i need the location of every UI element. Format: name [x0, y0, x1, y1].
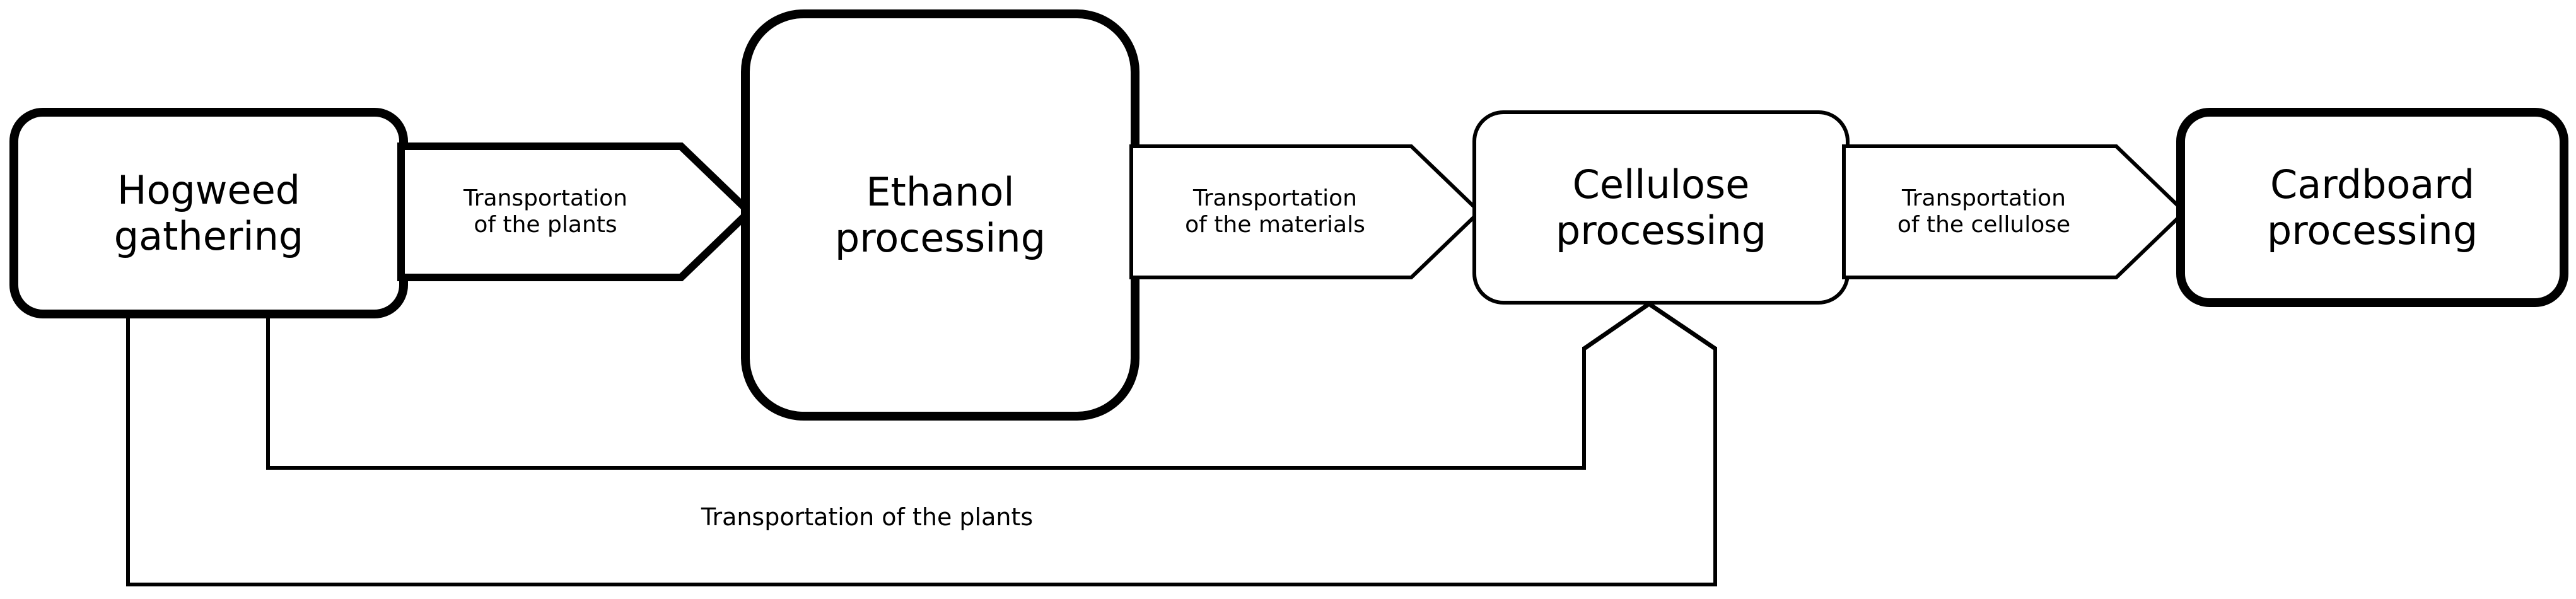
- node-ethanol-processing-shape[interactable]: [741, 9, 1139, 421]
- arrow-transport-cellulose-to-cardboard-shape[interactable]: [1842, 144, 2188, 279]
- feedback-loop-arrowhead-icon: [1583, 301, 1716, 351]
- feedback-loop-outer-connector[interactable]: [126, 312, 1717, 586]
- node-cardboard-processing-shape[interactable]: [2176, 108, 2568, 307]
- feedback-loop-inner-connector[interactable]: [266, 312, 1586, 470]
- node-cellulose-processing-shape[interactable]: [1472, 110, 1850, 305]
- node-hogweed-gathering-shape[interactable]: [9, 108, 408, 318]
- arrow-transport-plants-to-ethanol-shape[interactable]: [397, 142, 755, 281]
- arrow-transport-materials-to-cellulose-shape[interactable]: [1129, 144, 1483, 279]
